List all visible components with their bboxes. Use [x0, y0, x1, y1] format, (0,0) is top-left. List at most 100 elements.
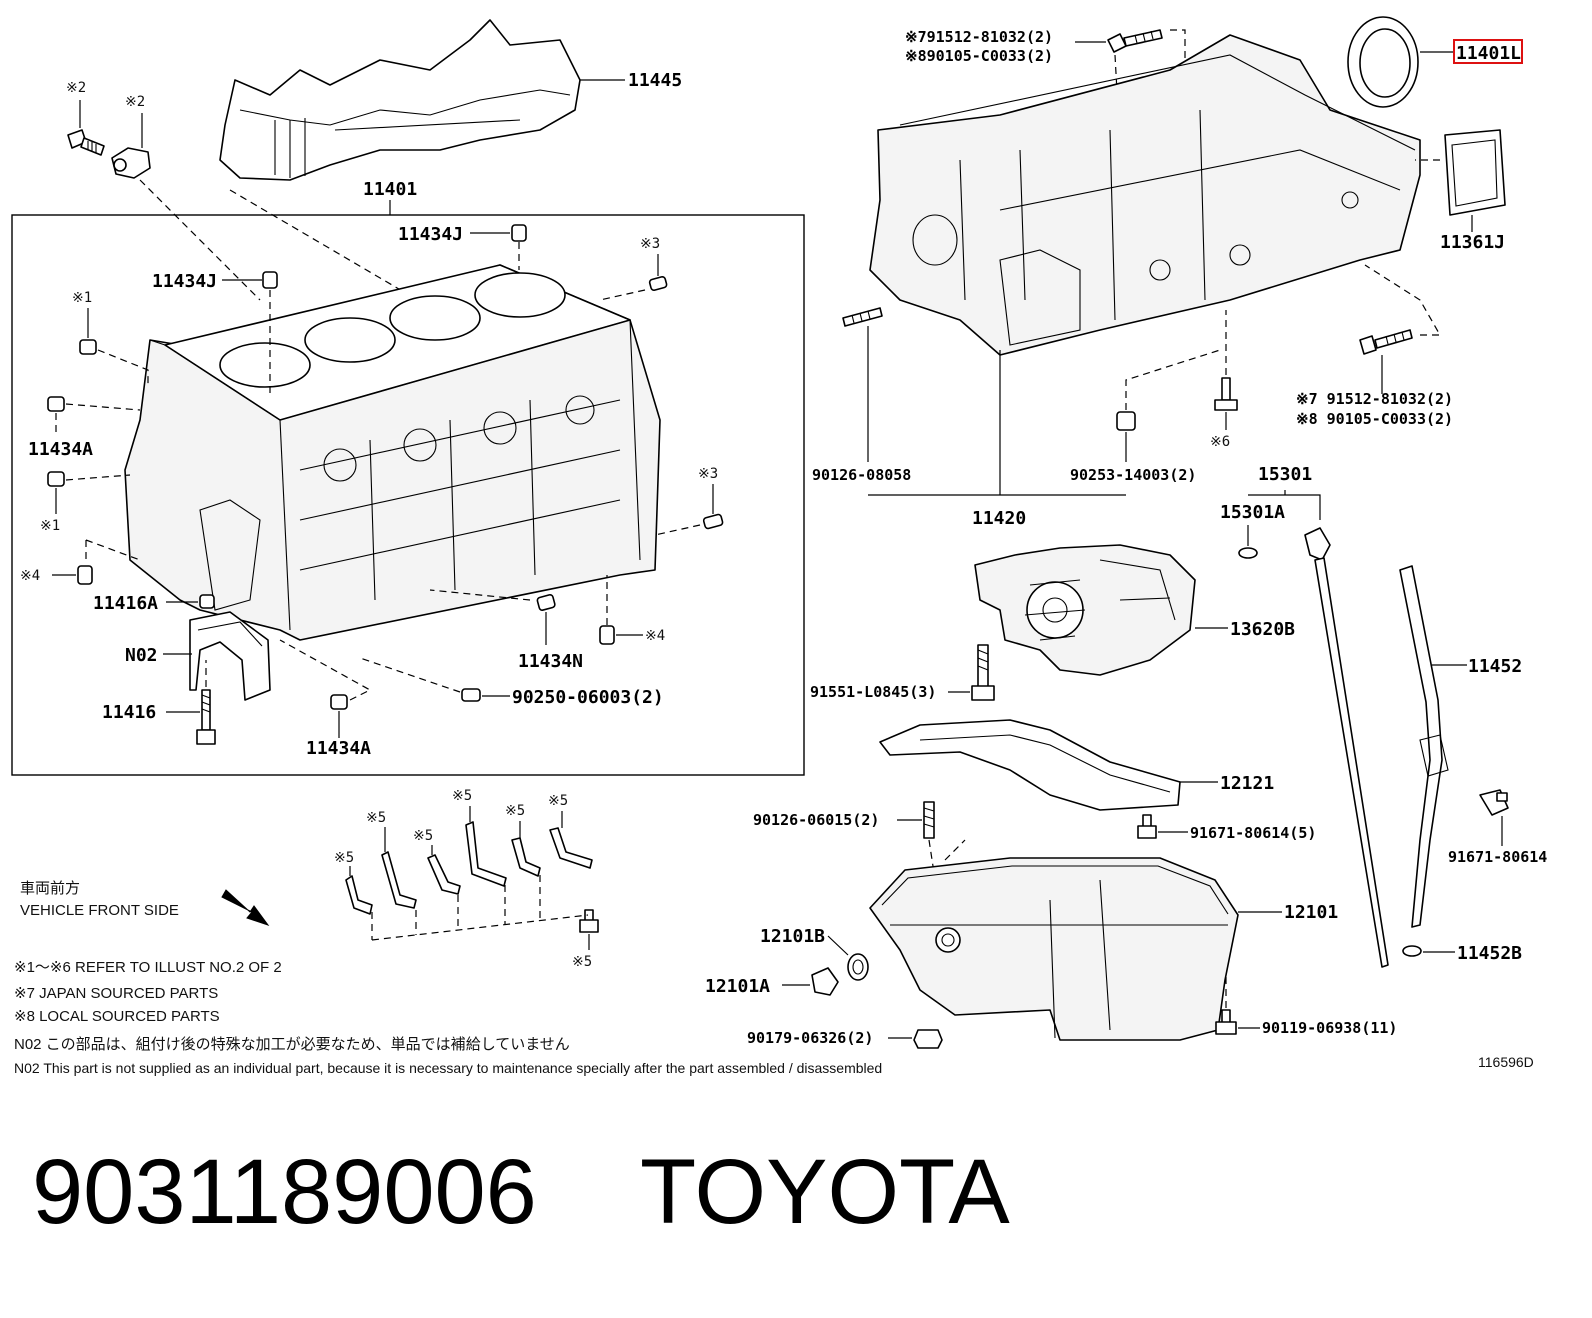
- label-mark5-4: ※5: [452, 788, 472, 804]
- label-90250: 90250-06003(2): [512, 687, 664, 708]
- label-mark2-sensor: ※2: [125, 94, 145, 110]
- label-N02: N02: [125, 645, 158, 666]
- part-11445-insulator[interactable]: [219, 19, 581, 181]
- part-90179-nut[interactable]: [913, 1029, 943, 1049]
- part-dowel-mark4-right[interactable]: [599, 625, 615, 645]
- mark5-brackets-group: ※5 ※5 ※5 ※5 ※5 ※5 ※5: [334, 788, 599, 970]
- part-N02-bearing-cap[interactable]: [189, 611, 271, 701]
- part-bolt-mark6[interactable]: [1214, 377, 1238, 411]
- label-mark2-bolt: ※2: [66, 80, 86, 96]
- label-mark4-left: ※4: [20, 568, 40, 584]
- label-11434A-left: 11434A: [28, 439, 93, 460]
- vehicle-front-arrow-icon: [221, 889, 270, 926]
- note-n02-en: N02 This part is not supplied as an indi…: [14, 1060, 882, 1076]
- label-mark1-top: ※1: [72, 290, 92, 306]
- label-bolt-bottom-line1: ※7 91512-81032(2): [1296, 390, 1453, 408]
- part-11434J-pin-top[interactable]: [511, 224, 527, 242]
- part-11434A-pin-bottom[interactable]: [330, 694, 348, 710]
- part-dowel-mark3-top[interactable]: [648, 275, 668, 291]
- label-11445: 11445: [628, 70, 682, 91]
- part-bolt-lower-91512[interactable]: [1359, 329, 1413, 355]
- part-15301-oil-level-gauge[interactable]: [1304, 527, 1389, 968]
- part-bracket-mark5-1[interactable]: [345, 875, 373, 915]
- part-cylinder-block[interactable]: [124, 264, 661, 641]
- part-bracket-mark5-4[interactable]: [465, 821, 507, 887]
- label-mark3-right: ※3: [698, 466, 718, 482]
- label-91671: 91671-80614: [1448, 848, 1547, 866]
- label-mark5-7: ※5: [572, 954, 592, 970]
- illustration-number: 116596D: [1478, 1054, 1534, 1070]
- label-11434J-left: 11434J: [152, 271, 217, 292]
- label-bolt-top-line2: ※890105-C0033(2): [905, 47, 1053, 65]
- part-11434J-pin-left[interactable]: [262, 271, 278, 289]
- label-11401L: 11401L: [1456, 43, 1521, 64]
- note-vehicle-front-en: VEHICLE FRONT SIDE: [20, 902, 179, 919]
- label-91671-5: 91671-80614(5): [1190, 824, 1316, 842]
- note-japan-sourced: ※7 JAPAN SOURCED PARTS: [14, 985, 218, 1002]
- label-11361J: 11361J: [1440, 232, 1505, 253]
- part-dowel-mark1-top[interactable]: [79, 339, 97, 355]
- label-bolt-bottom-line2: ※8 90105-C0033(2): [1296, 410, 1453, 428]
- label-11416: 11416: [102, 702, 156, 723]
- note-local-sourced: ※8 LOCAL SOURCED PARTS: [14, 1008, 220, 1025]
- label-11434A-bottom: 11434A: [306, 738, 371, 759]
- part-11434N-pin[interactable]: [536, 594, 556, 611]
- part-sensor-mark2[interactable]: [111, 147, 151, 179]
- part-13620B-balance-shaft[interactable]: [974, 544, 1196, 676]
- label-15301A: 15301A: [1220, 502, 1285, 523]
- label-12101B: 12101B: [760, 926, 825, 947]
- label-11434N: 11434N: [518, 651, 583, 672]
- part-bolt-upper-91512[interactable]: [1107, 29, 1163, 53]
- label-12101: 12101: [1284, 902, 1338, 923]
- footer-part-number: 9031189006: [32, 1141, 537, 1243]
- part-12101B-gasket[interactable]: [847, 953, 869, 981]
- part-11416A-pin[interactable]: [199, 594, 215, 609]
- part-15301A-o-ring[interactable]: [1238, 547, 1258, 559]
- note-refer-illust: ※1～※6 REFER TO ILLUST NO.2 OF 2: [14, 959, 282, 976]
- part-11420-stiffening-crankcase[interactable]: [869, 34, 1421, 356]
- part-bolt-mark2[interactable]: [67, 129, 105, 156]
- part-12101-oil-pan[interactable]: [869, 857, 1239, 1041]
- part-dowel-mark4-left[interactable]: [77, 565, 93, 585]
- part-bracket-mark5-5[interactable]: [511, 837, 541, 877]
- label-90126-08058: 90126-08058: [812, 466, 911, 484]
- label-mark5-5: ※5: [505, 803, 525, 819]
- part-bracket-mark5-3[interactable]: [427, 854, 461, 895]
- label-15301: 15301: [1258, 464, 1312, 485]
- part-90126-08058-stud[interactable]: [842, 307, 883, 327]
- label-90119: 90119-06938(11): [1262, 1019, 1397, 1037]
- label-12101A: 12101A: [705, 976, 770, 997]
- part-11434A-pin-left[interactable]: [47, 396, 65, 412]
- part-12101A-drain-plug[interactable]: [811, 967, 839, 996]
- part-bolt-mark5[interactable]: [579, 909, 599, 933]
- label-bolt-top-line1: ※791512-81032(2): [905, 28, 1053, 46]
- part-bracket-mark5-2[interactable]: [381, 851, 417, 909]
- part-90119-bolt[interactable]: [1215, 1009, 1237, 1035]
- label-90126-06015: 90126-06015(2): [753, 811, 879, 829]
- part-dowel-mark3-right[interactable]: [702, 513, 724, 530]
- part-90253-pin[interactable]: [1116, 411, 1136, 431]
- part-11452B-o-ring[interactable]: [1402, 945, 1422, 957]
- cylinder-block-group-frame: [11, 214, 805, 776]
- part-12121-baffle-plate[interactable]: [879, 719, 1181, 811]
- note-n02-jp: N02 この部品は、組付け後の特殊な加工が必要なため、単品では補給していません: [14, 1036, 570, 1053]
- part-91671-bolt[interactable]: [1479, 789, 1509, 816]
- note-vehicle-front-jp: 車両前方: [20, 880, 80, 897]
- part-90126-06015-stud[interactable]: [923, 801, 935, 839]
- label-90253: 90253-14003(2): [1070, 466, 1196, 484]
- part-11401L-oil-seal[interactable]: [1347, 16, 1419, 108]
- label-11416A: 11416A: [93, 593, 158, 614]
- part-90250-pin[interactable]: [461, 688, 481, 702]
- part-11416-bolt[interactable]: [196, 689, 216, 745]
- part-11452-gauge-guide[interactable]: [1399, 565, 1449, 928]
- part-11361J-cover[interactable]: [1444, 129, 1506, 216]
- part-bracket-mark5-6[interactable]: [549, 827, 593, 869]
- part-91551-bolt[interactable]: [971, 644, 995, 701]
- label-11420: 11420: [972, 508, 1026, 529]
- part-91671-bolt-5[interactable]: [1137, 814, 1157, 839]
- highlight-box-11401L: [1453, 39, 1523, 64]
- part-dowel-mark1-bottom[interactable]: [47, 471, 65, 487]
- label-mark5-2: ※5: [366, 810, 386, 826]
- label-mark5-3: ※5: [413, 828, 433, 844]
